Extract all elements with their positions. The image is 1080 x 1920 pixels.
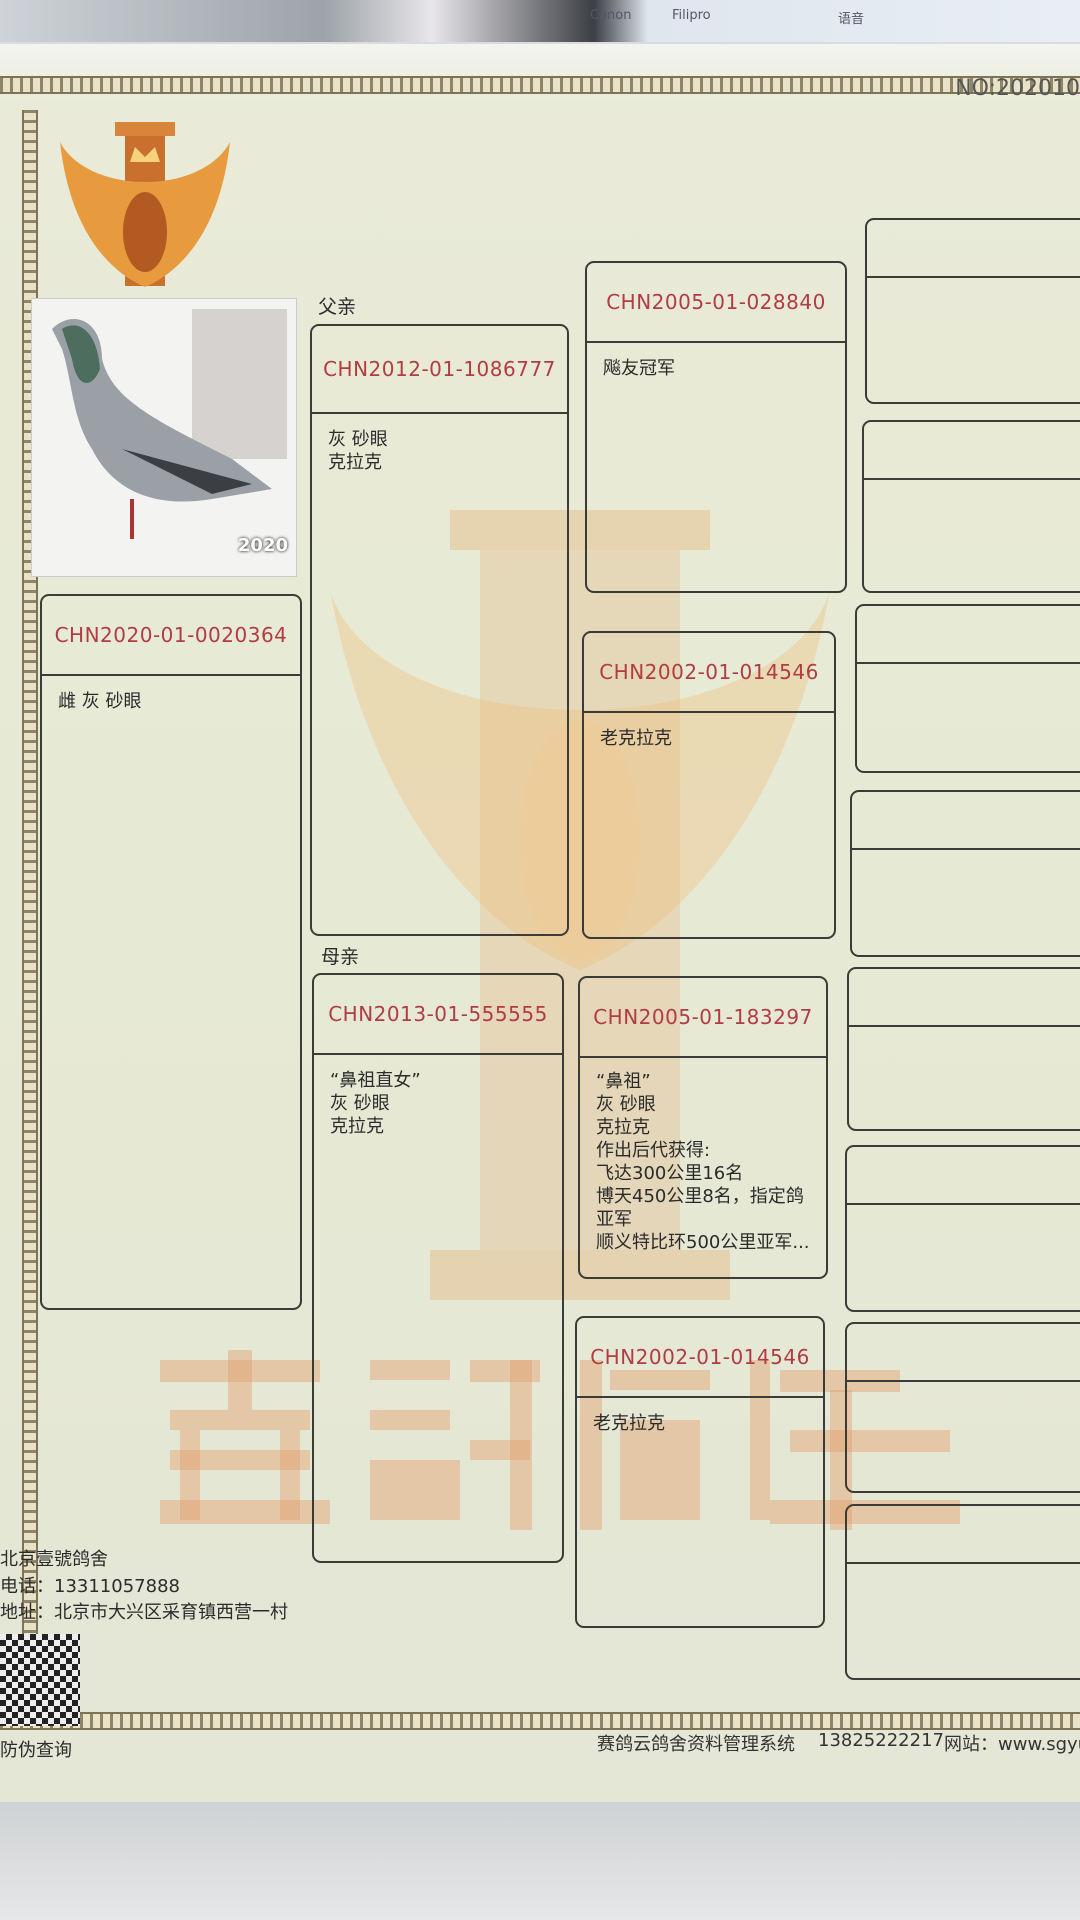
top-border xyxy=(0,76,1080,94)
footer-system: 赛鸽云鸽舍资料管理系统 xyxy=(597,1734,795,1755)
mother-card: CHN2013-01-555555 “鼻祖直女” 灰 砂眼 克拉克 xyxy=(312,973,564,1563)
father-card: CHN2012-01-1086777 灰 砂眼 克拉克 xyxy=(310,324,569,936)
subject-details: 雌 灰 砂眼 xyxy=(58,691,142,712)
watermark-lettering xyxy=(160,1350,960,1530)
background-label: Filipro xyxy=(672,8,711,23)
background-label: Canon xyxy=(590,8,632,23)
grandparent-card: CHN2005-01-183297 “鼻祖” 灰 砂眼 克拉克 作出后代获得: … xyxy=(578,976,828,1279)
loft-name: 北京壹號鸽舍 xyxy=(0,1549,108,1570)
grandparent-ring-number: CHN2002-01-014546 xyxy=(577,1318,823,1398)
background-label: 语音 xyxy=(838,12,865,27)
mother-ring-number: CHN2013-01-555555 xyxy=(314,975,562,1055)
grandparent-details: 老克拉克 xyxy=(593,1413,665,1434)
father-details: 灰 砂眼 克拉克 xyxy=(328,429,388,473)
father-label: 父亲 xyxy=(318,296,357,318)
pigeon-image xyxy=(52,309,287,539)
background-objects: Canon Filipro 语音 xyxy=(0,0,1080,42)
great-grandparent-card xyxy=(850,790,1080,957)
grandparent-ring-number: CHN2002-01-014546 xyxy=(584,633,834,713)
desk-surface xyxy=(0,1802,1080,1920)
pigeon-photo: 2020 xyxy=(31,298,297,577)
watermark-logo xyxy=(330,510,830,1300)
loft-phone: 电话：13311057888 xyxy=(0,1576,180,1597)
mother-label: 母亲 xyxy=(321,946,360,968)
subject-ring-number: CHN2020-01-0020364 xyxy=(42,596,300,676)
great-grandparent-card xyxy=(845,1504,1080,1680)
great-grandparent-card xyxy=(862,420,1080,593)
loft-address: 地址：北京市大兴区采育镇西营一村 xyxy=(0,1602,288,1623)
great-grandparent-card xyxy=(847,967,1080,1131)
grandparent-ring-number: CHN2005-01-183297 xyxy=(580,978,826,1058)
certificate-number: NO:202010 xyxy=(955,76,1080,101)
loft-logo xyxy=(60,122,230,287)
great-grandparent-card xyxy=(845,1145,1080,1312)
grandparent-ring-number: CHN2005-01-028840 xyxy=(587,263,845,343)
father-ring-number: CHN2012-01-1086777 xyxy=(312,326,567,414)
grandparent-card: CHN2005-01-028840 飚友冠军 xyxy=(585,261,847,593)
grandparent-details: 老克拉克 xyxy=(600,728,672,749)
qr-code[interactable] xyxy=(0,1634,80,1726)
grandparent-card: CHN2002-01-014546 老克拉克 xyxy=(575,1316,825,1628)
bottom-border xyxy=(0,1712,1080,1730)
footer-website: 网站：www.sgyu xyxy=(944,1734,1080,1755)
grandparent-card: CHN2002-01-014546 老克拉克 xyxy=(582,631,836,939)
great-grandparent-card xyxy=(865,218,1080,404)
great-grandparent-card xyxy=(855,604,1080,773)
grandparent-details: “鼻祖” 灰 砂眼 克拉克 作出后代获得: 飞达300公里16名 博天450公里… xyxy=(596,1071,810,1253)
grandparent-details: 飚友冠军 xyxy=(603,358,675,379)
footer-phone: 13825222217 xyxy=(818,1730,944,1751)
great-grandparent-card xyxy=(845,1322,1080,1493)
mother-details: “鼻祖直女” 灰 砂眼 克拉克 xyxy=(330,1070,421,1137)
subject-card: CHN2020-01-0020364 雌 灰 砂眼 xyxy=(40,594,302,1310)
photo-year: 2020 xyxy=(237,535,288,556)
qr-caption: 防伪查询 xyxy=(0,1740,72,1761)
